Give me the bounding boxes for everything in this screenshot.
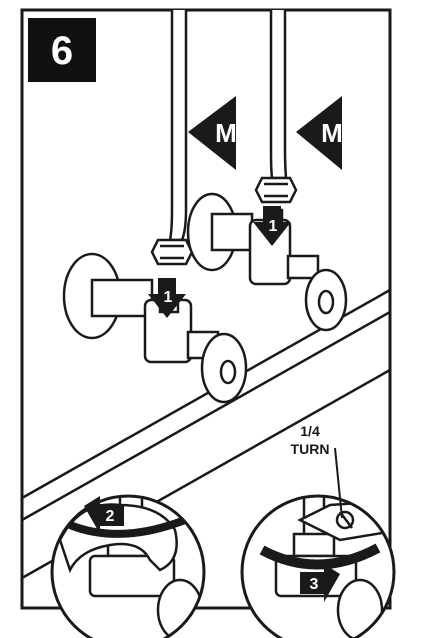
svg-text:2: 2 [106,508,115,525]
svg-text:M: M [321,118,343,148]
svg-text:1: 1 [269,218,278,235]
turn-amount: 1/4 [300,423,320,439]
step-number: 6 [51,29,73,73]
svg-text:3: 3 [310,576,319,593]
svg-text:1: 1 [164,289,173,306]
svg-text:M: M [215,118,237,148]
step-badge: 6 [28,18,96,82]
turn-word: TURN [291,441,330,457]
